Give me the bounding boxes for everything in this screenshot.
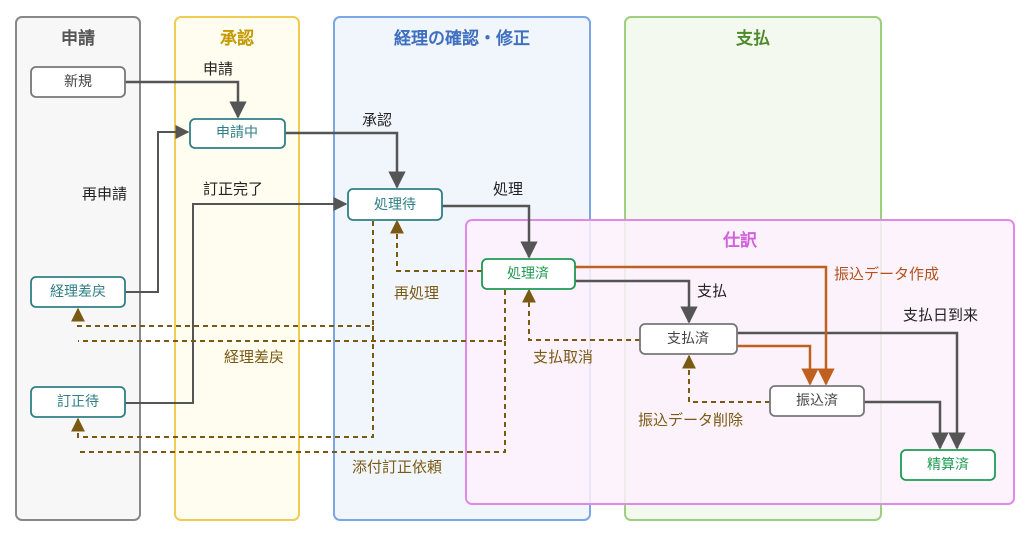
edge-reprocess [390, 219, 482, 272]
edge-payday-from-paid [737, 331, 966, 450]
edge-payment-cancel [522, 288, 640, 341]
label-delete-transfer: 振込データ削除 [638, 411, 743, 429]
node-correction-waiting-label: 訂正待 [57, 394, 99, 410]
node-transferred-label: 振込済 [796, 393, 838, 409]
edge-create-transfer-direct [575, 265, 835, 386]
edge-attachment-request-from-waiting [71, 326, 374, 438]
label-attachment-request: 添付訂正依頼 [352, 458, 442, 476]
lane-apply-title: 申請 [61, 28, 95, 49]
edge-accounting-return-from-waiting [71, 221, 374, 327]
edge-approve [285, 131, 406, 189]
node-applying-label: 申請中 [216, 125, 258, 141]
node-waiting[interactable]: 処理待 [347, 188, 443, 221]
label-correction-done: 訂正完了 [203, 180, 263, 198]
edge-create-transfer-from-paid [737, 344, 819, 386]
label-reprocess: 再処理 [394, 284, 439, 302]
label-process: 処理 [493, 180, 523, 198]
edge-accounting-return-from-processed [78, 290, 506, 342]
node-applying[interactable]: 申請中 [189, 118, 286, 149]
edge-apply [125, 80, 247, 119]
edge-delete-transfer [682, 354, 770, 403]
node-waiting-label: 処理待 [374, 197, 416, 213]
node-new-label: 新規 [64, 74, 92, 90]
label-pay: 支払 [697, 282, 727, 300]
node-returned-label: 経理差戻 [50, 284, 106, 300]
edge-reapply [125, 125, 190, 293]
lane-journal-title: 仕訳 [722, 230, 758, 251]
edge-payday-from-transferred [864, 400, 949, 450]
label-payment-cancel: 支払取消 [533, 348, 593, 366]
node-new[interactable]: 新規 [30, 66, 126, 98]
edge-pay [575, 279, 698, 324]
lane-check-title: 経理の確認・修正 [394, 28, 530, 49]
node-paid-label: 支払済 [667, 331, 709, 347]
node-correction-waiting[interactable]: 訂正待 [30, 386, 126, 418]
label-reapply: 再申請 [82, 185, 127, 203]
edge-correction-done [125, 197, 348, 404]
edge-attachment-request-from-processed [78, 341, 506, 453]
label-apply: 申請 [203, 60, 233, 78]
node-returned[interactable]: 経理差戻 [30, 276, 126, 308]
label-approve: 承認 [362, 111, 392, 129]
node-processed[interactable]: 処理済 [481, 258, 576, 290]
node-paid[interactable]: 支払済 [639, 323, 738, 355]
edge-process [442, 204, 538, 259]
node-settled[interactable]: 精算済 [900, 449, 996, 481]
node-processed-label: 処理済 [507, 266, 549, 282]
node-settled-label: 精算済 [927, 457, 969, 473]
label-accounting-return: 経理差戻 [224, 348, 284, 366]
label-payday: 支払日到来 [903, 306, 978, 324]
lane-payment-title: 支払 [736, 28, 770, 49]
label-create-transfer: 振込データ作成 [834, 265, 939, 283]
lane-journal [465, 219, 1015, 505]
lane-approve-title: 承認 [220, 28, 254, 49]
node-transferred[interactable]: 振込済 [769, 385, 865, 417]
